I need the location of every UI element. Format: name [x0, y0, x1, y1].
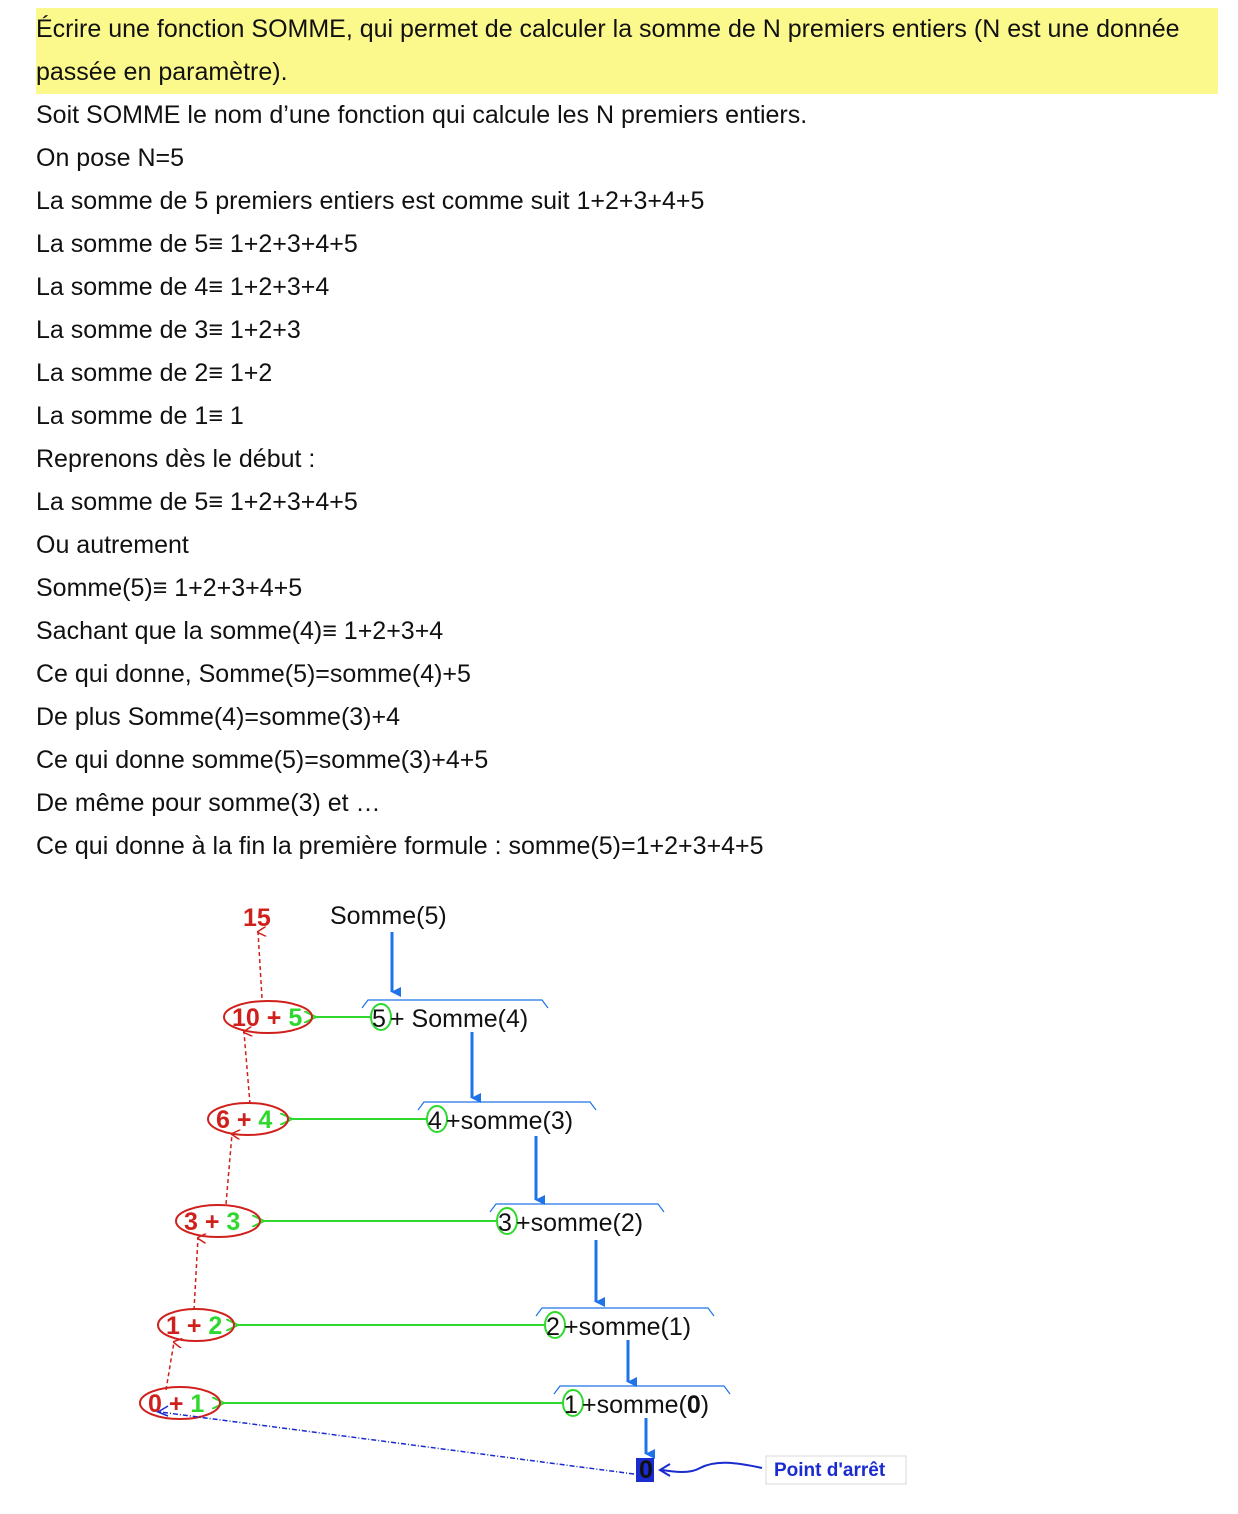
return-arrow	[165, 1342, 174, 1391]
accumulator-label: 10 + 5	[232, 1004, 302, 1032]
explanation-line: La somme de 2≡ 1+2	[36, 359, 273, 387]
accumulator-oval	[139, 1386, 221, 1420]
call-bracket	[417, 1101, 597, 1111]
explanation-line: Somme(5)≡ 1+2+3+4+5	[36, 574, 303, 602]
exercise-statement: Écrire une fonction SOMME, qui permet de…	[36, 8, 1218, 94]
return-arrow	[193, 1238, 198, 1311]
explanation-line: La somme de 5≡ 1+2+3+4+5	[36, 230, 358, 258]
explanation-line: Ce qui donne à la fin la première formul…	[36, 832, 764, 860]
call-n-value: 2	[546, 1313, 560, 1341]
accumulator-oval	[207, 1102, 289, 1136]
call-bracket	[489, 1203, 665, 1213]
accumulator-oval	[157, 1308, 235, 1342]
call-bracket	[553, 1385, 731, 1395]
result-label: 15	[243, 904, 271, 932]
exercise-text: Écrire une fonction SOMME, qui permet de…	[36, 8, 1218, 868]
recursive-call-label: +somme(1)	[564, 1313, 691, 1341]
explanation-line: La somme de 4≡ 1+2+3+4	[36, 273, 330, 301]
explanation-lines: Soit SOMME le nom d’une fonction qui cal…	[36, 94, 1218, 868]
stop-pointer-arrow	[661, 1461, 763, 1473]
call-n-value: 5	[372, 1005, 386, 1033]
explanation-line: La somme de 5 premiers entiers est comme…	[36, 187, 705, 215]
explanation-line: La somme de 3≡ 1+2+3	[36, 316, 301, 344]
explanation-line: Reprenons dès le début :	[36, 445, 316, 473]
call-n-value: 4	[428, 1107, 442, 1135]
explanation-line: La somme de 5≡ 1+2+3+4+5	[36, 488, 358, 516]
value-circle	[370, 1003, 392, 1031]
base-link-line	[159, 1411, 635, 1475]
explanation-line: Ce qui donne, Somme(5)=somme(4)+5	[36, 660, 471, 688]
recursive-call-label: +somme(3)	[446, 1107, 573, 1135]
base-value-label: 0	[639, 1456, 653, 1484]
return-arrow	[225, 1134, 232, 1205]
stop-pointer-arrowhead	[658, 1463, 671, 1477]
explanation-line: Sachant que la somme(4)≡ 1+2+3+4	[36, 617, 444, 645]
value-circle	[562, 1389, 584, 1417]
accumulator-label: 1 + 2	[166, 1312, 222, 1340]
value-circle	[544, 1311, 566, 1339]
explanation-line: Soit SOMME le nom d’une fonction qui cal…	[36, 101, 808, 129]
accumulator-label: 6 + 4	[216, 1106, 272, 1134]
value-circle	[426, 1105, 448, 1133]
recursive-call-label: + Somme(4)	[390, 1005, 528, 1033]
explanation-line: De même pour somme(3) et …	[36, 789, 381, 817]
accumulator-oval	[223, 1000, 313, 1034]
top-call-label: Somme(5)	[330, 902, 447, 930]
accumulator-label: 3 + 3	[184, 1208, 240, 1236]
return-arrow	[244, 1032, 250, 1105]
call-n-value: 3	[498, 1209, 512, 1237]
explanation-line: Ce qui donne somme(5)=somme(3)+4+5	[36, 746, 489, 774]
stop-label: Point d'arrêt	[774, 1460, 886, 1481]
value-circle	[496, 1207, 518, 1235]
recursive-call-label: +somme(2)	[516, 1209, 643, 1237]
base-link-arrowhead	[156, 1405, 169, 1417]
call-n-value: 1	[564, 1391, 578, 1419]
accumulator-label: 0 + 1	[148, 1390, 204, 1418]
recursive-call-label: +somme(0)	[582, 1391, 709, 1419]
call-bracket	[535, 1307, 715, 1317]
accumulator-oval	[175, 1204, 261, 1238]
call-bracket	[361, 999, 549, 1009]
explanation-line: La somme de 1≡ 1	[36, 402, 244, 430]
return-arrow	[258, 932, 262, 999]
explanation-line: De plus Somme(4)=somme(3)+4	[36, 703, 401, 731]
stop-label-box	[765, 1455, 907, 1485]
base-value-box	[636, 1458, 654, 1482]
explanation-line: On pose N=5	[36, 144, 185, 172]
explanation-line: Ou autrement	[36, 531, 189, 559]
